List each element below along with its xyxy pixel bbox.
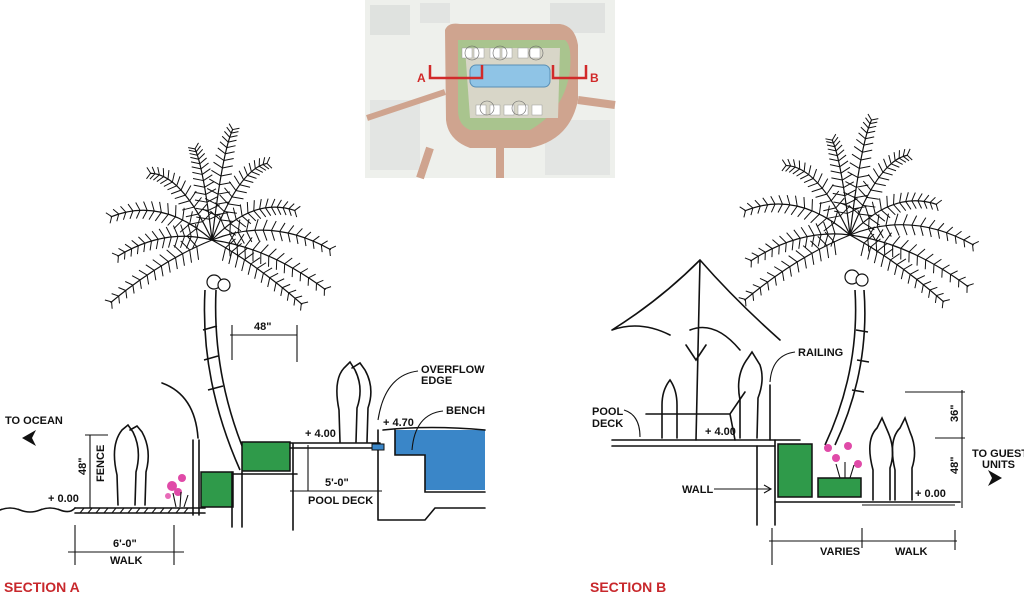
palm-frond (211, 231, 332, 296)
fence-dimension-line (85, 434, 108, 508)
height-dimension-line (905, 390, 965, 508)
upper-height-label: 36" (949, 405, 961, 422)
flowers-b (824, 442, 862, 479)
offset-dimension-line (230, 325, 298, 362)
palm-frond (210, 156, 273, 241)
palm-frond (104, 236, 213, 309)
walk-width-label: 6'-0" (113, 538, 137, 550)
palm-frond (202, 123, 240, 241)
section-a-title: SECTION A (4, 579, 80, 595)
palm-trunk (824, 289, 870, 446)
deck-dimension-line (290, 445, 382, 492)
elevation-deck-b: + 4.00 (705, 426, 736, 438)
people-figures-a (113, 423, 150, 506)
pool-deck-callout (623, 409, 641, 438)
arrow-left-icon (22, 430, 36, 446)
coconut (855, 273, 869, 287)
pool-water (395, 430, 485, 490)
fence-callout-arrow (161, 382, 199, 439)
palm-frond (739, 194, 851, 236)
palm-frond (849, 213, 979, 252)
wall-b (756, 439, 776, 526)
palm-frond (738, 231, 851, 307)
pool-deck-label-a: POOL DECK (308, 495, 373, 507)
deck-width-label: 5'-0" (325, 477, 349, 489)
palm-frond (211, 218, 337, 257)
wall-callout (714, 484, 773, 494)
railing-label: RAILING (798, 347, 843, 359)
bench-callout (411, 410, 444, 451)
ground-line (0, 507, 76, 513)
section-a: TO OCEAN + 0.00 48" FENCE 48" + 4.00 OVE… (0, 321, 486, 595)
standing-figure-b (737, 350, 763, 439)
pool-deck-label-b-2: DECK (592, 418, 623, 430)
section-b-title: SECTION B (590, 579, 666, 595)
arrow-right-icon (988, 470, 1002, 486)
palm-frond (840, 113, 879, 236)
elevation-ground-b: + 0.00 (915, 488, 946, 500)
railing-callout (769, 351, 796, 383)
pool-structure (377, 426, 486, 521)
retaining-walls-a (231, 442, 381, 531)
section-cut-a-marker (428, 65, 484, 80)
palm-frond (105, 201, 213, 241)
section-a-marker-label: A (417, 71, 426, 85)
shrub-lower (200, 471, 234, 508)
key-plan: A B (365, 0, 616, 180)
palm-frond (849, 192, 943, 236)
coconut (217, 278, 231, 292)
people-figures-b (869, 415, 916, 501)
deck-line-b (611, 439, 801, 447)
walk-label-b: WALK (895, 546, 927, 558)
palm-tree-b (738, 113, 979, 446)
shade-umbrella (611, 258, 781, 441)
shrub-low (817, 477, 862, 498)
palm-frond (146, 166, 213, 241)
key-plan-pool (469, 64, 551, 88)
bench-label: BENCH (446, 405, 485, 417)
section-b: POOL DECK + 4.00 RAILING + 0.00 36" 48" (590, 258, 1024, 595)
overflow-edge-label-1: OVERFLOW (421, 364, 485, 376)
to-guest-units-label-1: TO GUEST (972, 448, 1024, 460)
palm-frond (848, 148, 913, 236)
section-b-marker-label: B (590, 71, 599, 85)
offset-dimension-label: 48" (254, 321, 271, 333)
wall-label: WALL (682, 484, 713, 496)
elevation-deck-a: + 4.00 (305, 428, 336, 440)
palm-tree-a (104, 123, 337, 471)
overflow-gutter (371, 443, 385, 451)
section-cut-b-marker (551, 65, 588, 80)
elevation-ground-a: + 0.00 (48, 493, 79, 505)
people-figures-deck-a (336, 360, 372, 443)
palm-frond (211, 198, 301, 241)
fence-height-label: 48" (77, 458, 89, 475)
flowers-a (165, 474, 189, 508)
pool-deck-label-b-1: POOL (592, 406, 623, 418)
palm-frond (188, 142, 222, 241)
palm-frond (111, 223, 213, 263)
fence-label: FENCE (95, 445, 107, 482)
shrub-upper (241, 441, 291, 472)
palm-frond (825, 133, 860, 236)
elevation-pool: + 4.70 (383, 417, 414, 429)
bottom-dimension-line (769, 504, 957, 565)
varies-label: VARIES (820, 546, 860, 558)
overflow-callout (377, 370, 419, 421)
lower-height-label: 48" (949, 457, 961, 474)
overflow-edge-label-2: EDGE (421, 375, 452, 387)
shrub-wall (777, 443, 813, 498)
walk-dimension-line (68, 525, 184, 565)
fence-post (192, 439, 200, 516)
palm-frond (211, 238, 309, 311)
walk-label-a: WALK (110, 555, 142, 567)
palm-trunk (202, 289, 251, 471)
to-ocean-label: TO OCEAN (5, 415, 63, 427)
palm-frond (849, 226, 974, 293)
to-guest-units-label-2: UNITS (982, 459, 1015, 471)
palm-frond (849, 233, 950, 309)
